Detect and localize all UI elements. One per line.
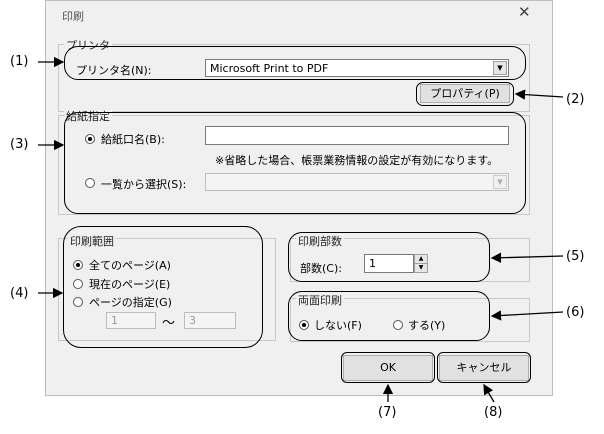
printer-select-value: Microsoft Print to PDF: [210, 62, 329, 75]
range-from-value: 1: [111, 314, 118, 327]
copies-value: 1: [369, 257, 376, 270]
annotation-7: (7): [378, 405, 397, 420]
properties-button-label: プロパティ(P): [430, 87, 500, 100]
range-all-radio[interactable]: [73, 260, 83, 270]
range-tilde: ～: [162, 316, 176, 331]
annotation-4: (4): [10, 286, 29, 301]
callout-duplex: [288, 291, 490, 341]
arrow-5: [490, 252, 564, 263]
callout-copies: [288, 232, 490, 282]
annotation-3: (3): [10, 137, 29, 152]
range-to-input[interactable]: 3: [184, 312, 236, 329]
printer-name-label: プリンタ名(N):: [76, 64, 152, 77]
arrow-2: [514, 89, 564, 100]
range-from-input[interactable]: 1: [106, 312, 156, 329]
arrow-6: [490, 310, 564, 321]
range-all-label[interactable]: 全てのページ(A): [89, 259, 171, 272]
range-current-label[interactable]: 現在のページ(E): [89, 278, 171, 291]
tray-name-label[interactable]: 給紙口名(B):: [101, 133, 165, 146]
ok-button[interactable]: OK: [343, 355, 433, 381]
annotation-6: (6): [566, 305, 585, 320]
duplex-legend: 両面印刷: [296, 292, 344, 308]
duplex-yes-label[interactable]: する(Y): [408, 319, 446, 332]
range-to-value: 3: [189, 314, 196, 327]
range-specify-radio[interactable]: [73, 297, 83, 307]
copies-legend: 印刷部数: [296, 233, 344, 249]
copies-input[interactable]: 1: [364, 254, 414, 273]
tray-list-select[interactable]: ▼: [205, 173, 509, 191]
tray-note: ※省略した場合、帳票業務情報の設定が有効になります。: [215, 154, 499, 167]
duplex-no-label[interactable]: しない(F): [314, 319, 362, 332]
dialog-title: 印刷: [62, 10, 84, 23]
ok-button-label: OK: [380, 361, 396, 374]
range-legend: 印刷範囲: [68, 233, 116, 249]
tray-name-input[interactable]: [205, 126, 509, 145]
annotation-1: (1): [10, 54, 29, 69]
arrow-8: [483, 383, 495, 403]
printer-select[interactable]: Microsoft Print to PDF ▼: [205, 59, 509, 77]
cancel-button[interactable]: キャンセル: [439, 355, 529, 381]
annotation-8: (8): [484, 405, 503, 420]
close-icon[interactable]: ✕: [518, 3, 531, 21]
spin-down-icon[interactable]: ▼: [418, 264, 424, 271]
printer-group: [58, 44, 530, 112]
annotation-2: (2): [566, 92, 585, 107]
duplex-yes-radio[interactable]: [393, 320, 403, 330]
copies-spinner[interactable]: ▲ ▼: [414, 254, 428, 273]
annotation-5: (5): [566, 249, 585, 264]
copies-label: 部数(C):: [300, 262, 342, 275]
tray-list-label[interactable]: 一覧から選択(S):: [101, 178, 187, 191]
tray-group: [58, 115, 530, 215]
duplex-group: [290, 298, 530, 342]
tray-name-radio[interactable]: [85, 134, 95, 144]
spin-up-icon[interactable]: ▲: [415, 255, 427, 264]
cancel-button-label: キャンセル: [456, 361, 512, 374]
callout-printer: [64, 46, 526, 80]
duplex-no-radio[interactable]: [299, 320, 309, 330]
callout-range: [63, 226, 263, 348]
chevron-down-icon[interactable]: ▼: [493, 61, 507, 75]
callout-tray: [64, 112, 526, 214]
chevron-down-icon: ▼: [493, 175, 507, 189]
callout-properties: [416, 82, 514, 106]
properties-button[interactable]: プロパティ(P): [420, 84, 510, 103]
range-specify-label[interactable]: ページの指定(G): [89, 296, 172, 309]
range-current-radio[interactable]: [73, 279, 83, 289]
tray-list-radio[interactable]: [85, 178, 95, 188]
callout-cancel: [437, 352, 531, 383]
callout-ok: [341, 352, 435, 383]
